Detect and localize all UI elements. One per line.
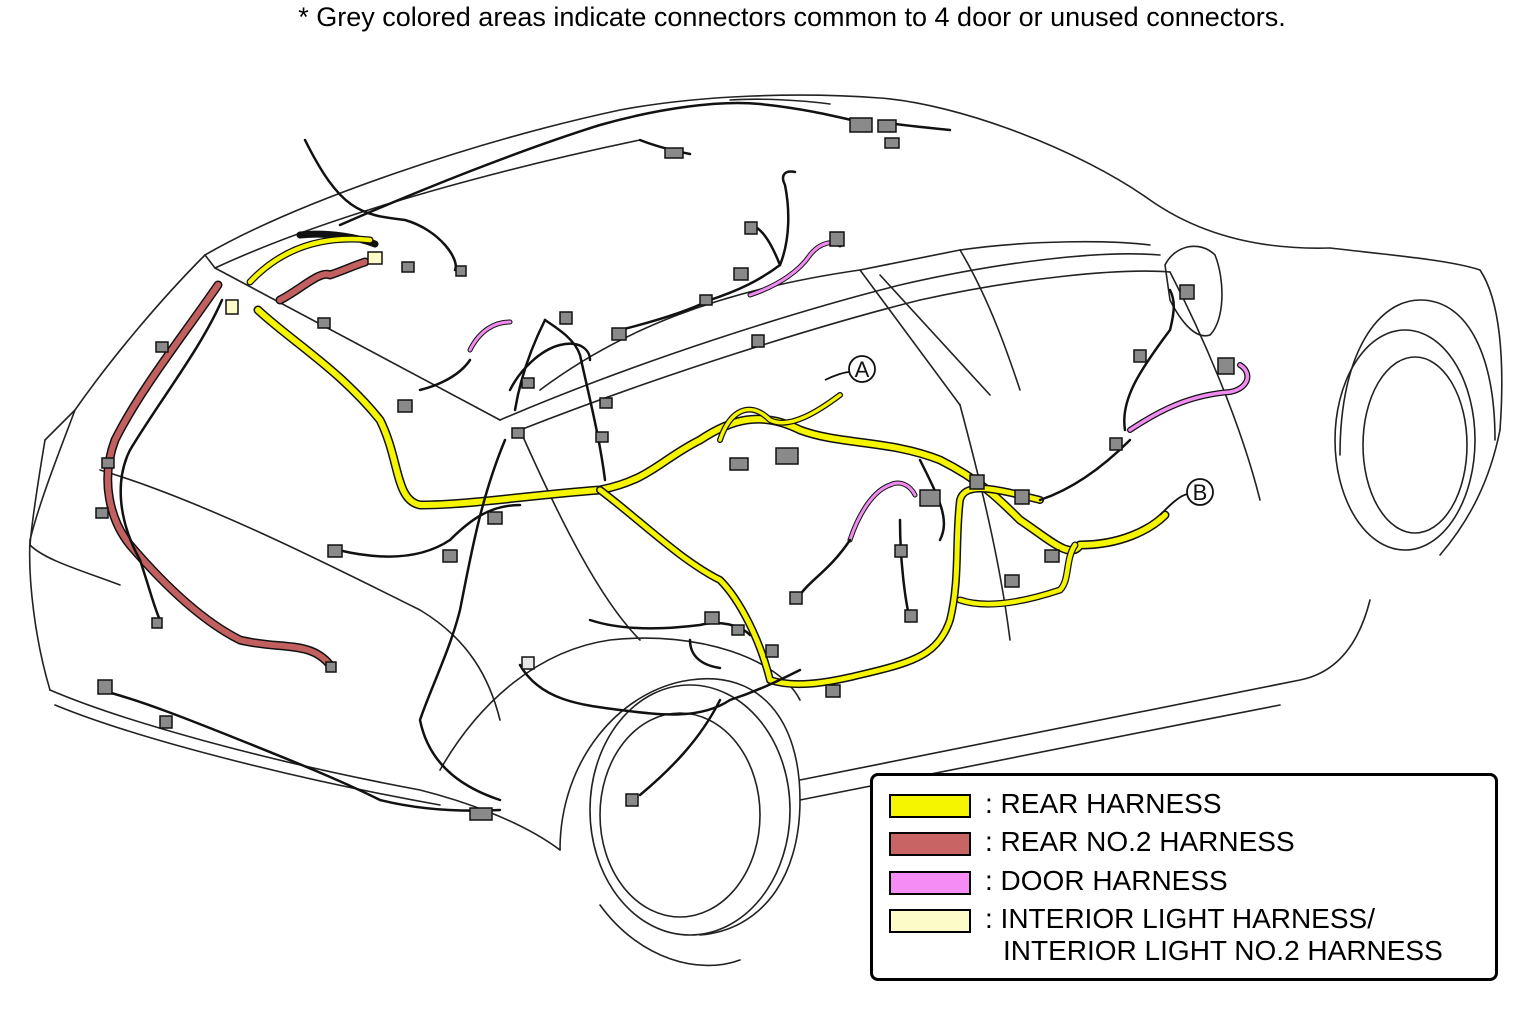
rear-no2-harness (103, 257, 370, 670)
legend-swatch-rear-no2-harness (889, 832, 971, 856)
legend-label-rear-no2-harness: : REAR NO.2 HARNESS (985, 826, 1295, 857)
callout-b: B (1159, 478, 1214, 516)
legend-label-interior-light-no2-harness: INTERIOR LIGHT NO.2 HARNESS (1003, 935, 1443, 966)
connectors (95, 117, 1235, 821)
callout-a: A (824, 355, 876, 383)
legend-label-door-harness: : DOOR HARNESS (985, 865, 1228, 896)
diagram-note: * Grey colored areas indicate connectors… (298, 2, 1286, 32)
rear-harness (246, 230, 1170, 689)
legend-box: : REAR HARNESS : REAR NO.2 HARNESS : DOO… (870, 773, 1498, 981)
legend-swatch-door-harness (889, 871, 971, 895)
interior-light-harness (98, 101, 1175, 812)
legend-label-interior-light-harness: : INTERIOR LIGHT HARNESS/ (985, 903, 1375, 934)
callout-b-label: B (1193, 480, 1208, 505)
legend-label-rear-harness: : REAR HARNESS (985, 788, 1222, 819)
legend-swatch-interior-light-harness (889, 909, 971, 933)
callout-a-label: A (855, 357, 870, 382)
legend-swatch-rear-harness (889, 794, 971, 818)
